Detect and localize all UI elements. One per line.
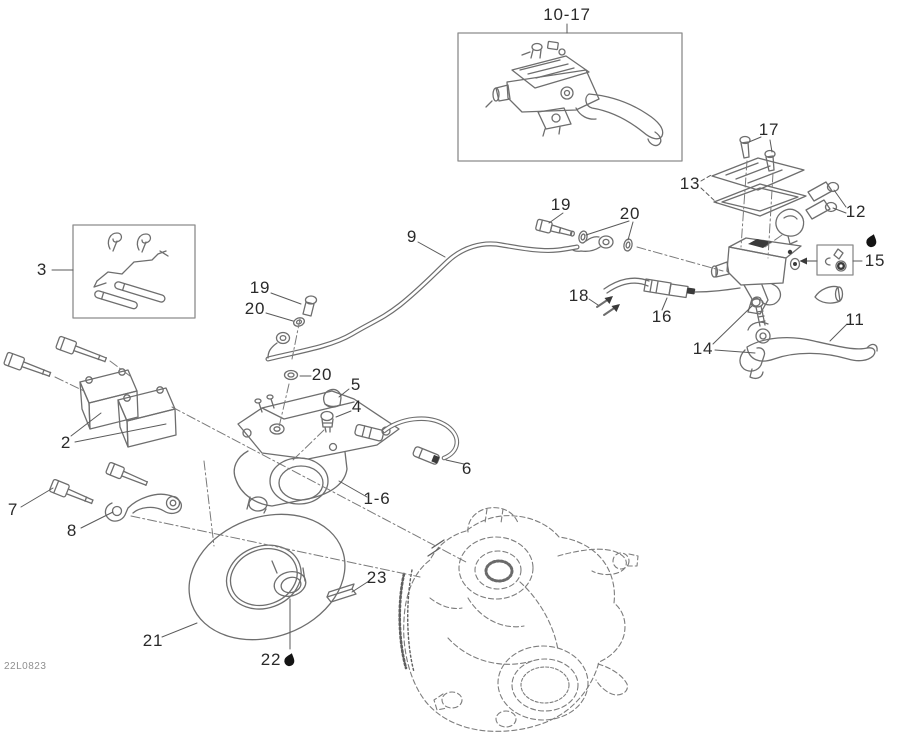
brake-lever [746,321,878,362]
callout-6: 6 [461,459,473,478]
callout-1-6: 1-6 [363,489,391,508]
caliper-hose [354,416,460,465]
callout-14: 14 [692,339,714,358]
lubricant-drop-icon [866,234,877,248]
lever-pivot-pins [775,181,840,245]
shaft-key [326,583,357,603]
callout-20-caliper: 20 [244,299,266,318]
callout-5: 5 [350,375,362,394]
dashed-leader-lines [700,173,718,204]
callout-9: 9 [406,227,418,246]
callout-17: 17 [758,120,780,139]
assembly-axis-lines [54,160,783,578]
callout-16: 16 [651,307,673,326]
callout-19-caliper: 19 [249,278,271,297]
pad-bolts [3,335,108,377]
switch-terminals [596,296,620,316]
brake-pads [79,368,177,448]
callout-8: 8 [66,521,78,540]
callout-22: 22 [260,650,282,669]
callout-15: 15 [864,251,886,270]
washer-lower [283,369,299,381]
callout-13: 13 [679,174,701,193]
brake-caliper [233,390,400,514]
brake-light-switch [603,277,741,299]
hardware-kit-contents [93,232,169,310]
callout-11: 11 [845,310,865,329]
master-cylinder-body [710,237,802,315]
callout-18: 18 [568,286,590,305]
callout-7: 7 [7,500,19,519]
callout-4: 4 [351,397,363,416]
callout-12: 12 [845,202,867,221]
callout-20-lower: 20 [311,365,333,384]
callout-23: 23 [366,568,388,587]
callout-10-17: 10-17 [543,5,591,24]
lever-boot-cone [814,285,844,304]
hardware-kit-box-3 [72,224,196,319]
housing-sprocket-band [398,539,445,673]
callout-2: 2 [60,433,72,452]
lever-pivot-screw [739,296,766,379]
gearbox-housing [403,507,639,732]
bleeder-screw [320,410,334,433]
leader-lines [20,23,863,650]
callout-19-upper: 19 [550,195,572,214]
mount-bolts [49,461,148,505]
lubricant-drop-icon [284,653,295,667]
master-cylinder-assembly-inset [485,40,664,147]
support-arm [104,493,183,522]
callout-3: 3 [36,260,48,279]
brake-disc [188,513,346,641]
inset-frame-10-17 [457,32,683,162]
diagram-code: 22L0823 [4,661,47,672]
callout-21: 21 [142,631,164,650]
callout-20-upper: 20 [619,204,641,223]
piston-repair-kit-15 [799,244,854,276]
brake-hose-main [265,241,580,362]
reservoir-cover-and-gasket [711,157,807,217]
